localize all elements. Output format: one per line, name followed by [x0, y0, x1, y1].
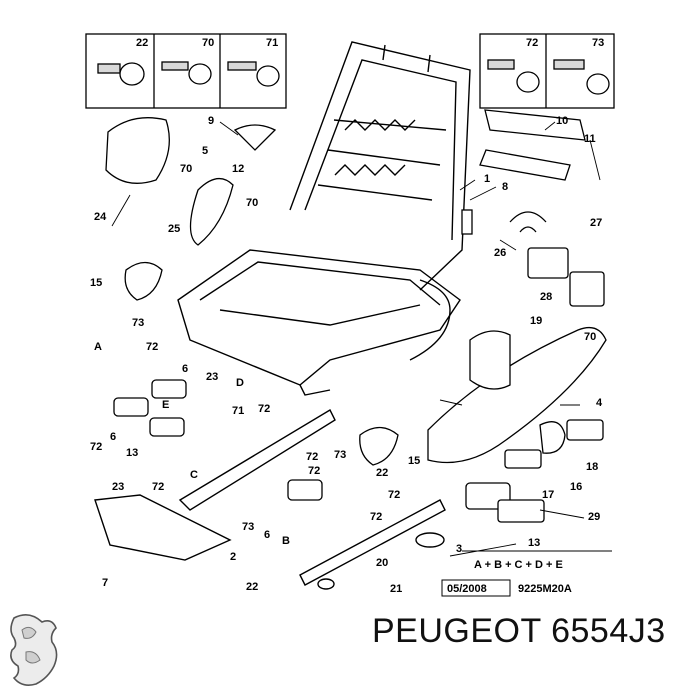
callout-label: 18 [586, 461, 598, 473]
callout-label: 7 [102, 577, 108, 589]
callouts: 1 2 3 4 5 6 6 6 7 8 9 10 11 12 13 15 15 … [90, 115, 603, 595]
callout-label: 3 [456, 543, 462, 555]
callout-label: 22 [246, 581, 258, 593]
callout-label: 12 [232, 163, 244, 175]
callout-label: 73 [242, 521, 254, 533]
callout-label: 24 [94, 211, 107, 223]
screw-icon [553, 59, 610, 95]
callout-label: 28 [540, 291, 552, 303]
callout-label: 71 [266, 37, 278, 49]
callout-label: 70 [246, 197, 258, 209]
callout-label: 10 [556, 115, 568, 127]
callout-label: 13 [126, 447, 138, 459]
screw-icon [487, 59, 540, 93]
callout-label: 70 [202, 37, 214, 49]
misc-parts [105, 109, 586, 466]
callout-label: D [236, 377, 244, 389]
screw-box-left [85, 33, 287, 109]
part-number: 6554J3 [551, 612, 666, 650]
callout-label: 73 [132, 317, 144, 329]
brand-name: PEUGEOT [372, 612, 542, 650]
callout-label: 72 [90, 441, 102, 453]
callout-label: 1 [484, 173, 490, 185]
callout-label: 72 [388, 489, 400, 501]
callout-label: 11 [584, 133, 596, 145]
callout-label: 13 [528, 537, 540, 549]
callout-label: 72 [152, 481, 164, 493]
callout-label: 21 [390, 583, 402, 595]
callout-label: 5 [202, 145, 208, 157]
callout-label: 29 [588, 511, 600, 523]
callout-label: 23 [112, 481, 124, 493]
callout-label: 73 [334, 449, 346, 461]
callout-label: 26 [494, 247, 506, 259]
callout-label: 72 [258, 403, 270, 415]
callout-label: 27 [590, 217, 602, 229]
leader-lines [111, 121, 601, 557]
callout-label: 72 [370, 511, 382, 523]
callout-label: 70 [180, 163, 192, 175]
callout-label: 23 [206, 371, 218, 383]
callout-label: 25 [168, 223, 180, 235]
seat-cushion-frame [177, 249, 461, 396]
seat-rails [94, 409, 446, 590]
callout-label: 6 [264, 529, 270, 541]
seat-motors [113, 247, 605, 501]
callout-label: 72 [306, 451, 318, 463]
screw-icon [227, 61, 280, 87]
callout-label: 15 [90, 277, 102, 289]
callout-label: E [162, 399, 169, 411]
brand-part-title: PEUGEOT 6554J3 [372, 612, 666, 651]
screw-icon [97, 62, 145, 86]
date-stamp: 05/2008 [447, 583, 487, 595]
callout-label: 9 [208, 115, 214, 127]
callout-label: 72 [526, 37, 538, 49]
callout-label: 73 [592, 37, 604, 49]
legend-formula: A + B + C + D + E [474, 559, 563, 571]
date-stamp-box [441, 579, 511, 597]
callout-label: 72 [146, 341, 158, 353]
seat-back-frame [289, 41, 471, 291]
callout-label: 70 [584, 331, 596, 343]
callout-label: A [94, 341, 102, 353]
screw-box-right [479, 33, 615, 109]
callout-label: 71 [232, 405, 244, 417]
callout-label: B [282, 535, 290, 547]
callout-label: 22 [376, 467, 388, 479]
callout-label: 4 [596, 397, 603, 409]
callout-label: 20 [376, 557, 388, 569]
callout-label: 6 [182, 363, 188, 375]
callout-label: 8 [502, 181, 508, 193]
callout-label: 22 [136, 37, 148, 49]
screw-icon [161, 61, 212, 85]
callout-label: 19 [530, 315, 542, 327]
callout-label: 6 [110, 431, 116, 443]
side-trim [427, 326, 607, 469]
callout-label: 15 [408, 455, 420, 467]
diagram-reference: 9225M20A [518, 583, 572, 595]
callout-label: 2 [230, 551, 236, 563]
peugeot-lion-logo [10, 614, 58, 686]
callout-label: 17 [542, 489, 554, 501]
callout-label: 16 [570, 481, 582, 493]
seat-switch [465, 482, 545, 523]
callout-label: 72 [308, 465, 320, 477]
callout-label: C [190, 469, 198, 481]
